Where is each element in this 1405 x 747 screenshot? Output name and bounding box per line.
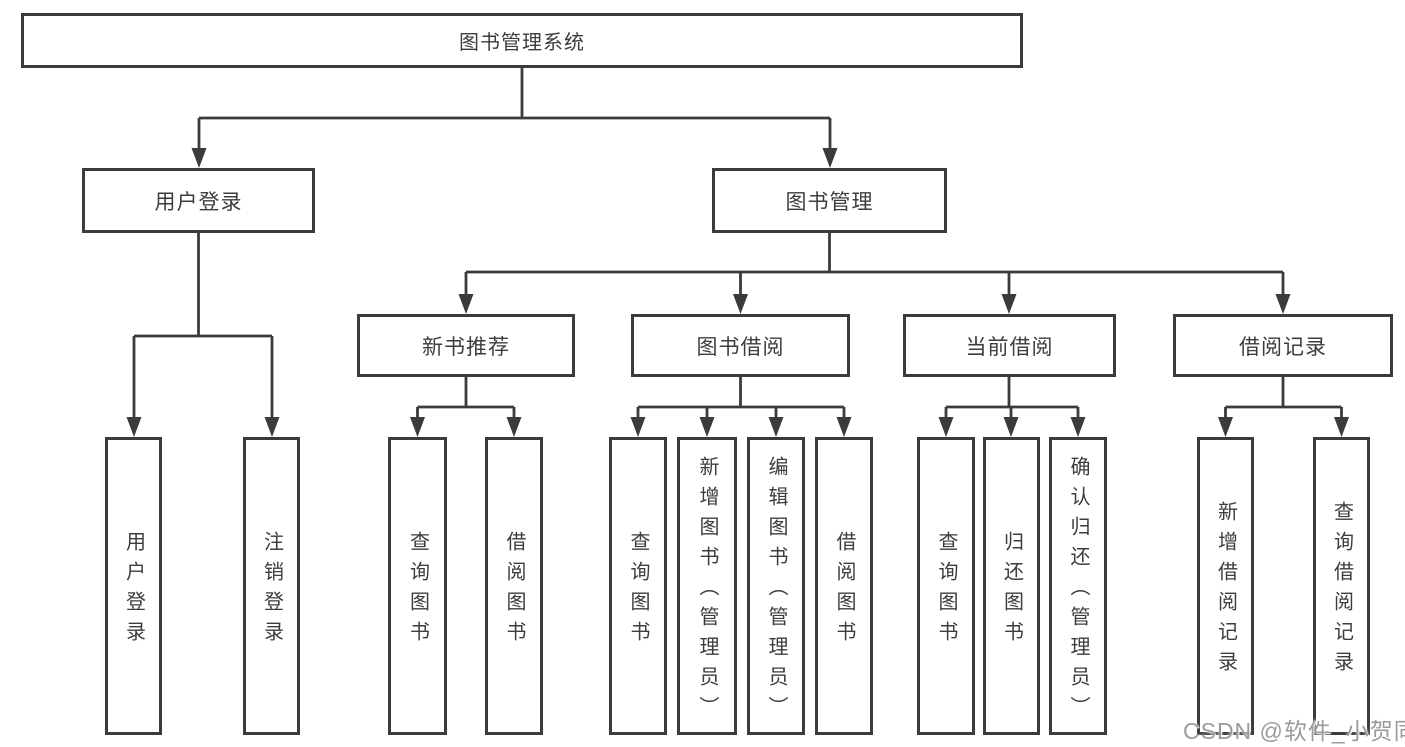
node-label: 用户登录 — [122, 531, 145, 651]
node-label: 归还图书 — [1000, 531, 1023, 651]
leaf-br-query-record: 查询借阅记录 — [1313, 437, 1370, 735]
node-book-management: 图书管理 — [712, 168, 947, 233]
node-label: 查询图书 — [627, 531, 649, 651]
node-user-login: 用户登录 — [82, 168, 315, 233]
leaf-bb-edit-books-admin: 编辑图书（管理员） — [747, 437, 805, 735]
leaf-nbr-borrow-books: 借阅图书 — [485, 437, 543, 735]
node-label: 借阅图书 — [833, 531, 855, 651]
node-label: 用户登录 — [154, 190, 243, 214]
leaf-bb-add-books-admin: 新增图书（管理员） — [677, 437, 737, 735]
leaf-cb-return-books: 归还图书 — [983, 437, 1040, 735]
node-label: 查询图书 — [935, 531, 957, 651]
leaf-cb-confirm-return-admin: 确认归还（管理员） — [1049, 437, 1107, 735]
node-label: 查询借阅记录 — [1330, 501, 1353, 681]
leaf-user-login: 用户登录 — [105, 437, 162, 735]
node-label: 查询图书 — [406, 531, 429, 651]
node-label: 借阅记录 — [1239, 335, 1327, 359]
watermark: CSDN @软件_小贺同学 — [1183, 718, 1405, 744]
node-label: 图书管理 — [785, 190, 874, 214]
leaf-br-add-record: 新增借阅记录 — [1197, 437, 1254, 735]
node-label: 当前借阅 — [965, 335, 1054, 359]
node-label: 编辑图书（管理员） — [765, 456, 787, 726]
node-label: 新增图书（管理员） — [696, 456, 718, 726]
node-new-book-recommend: 新书推荐 — [357, 314, 575, 377]
leaf-bb-borrow-books: 借阅图书 — [815, 437, 873, 735]
node-current-borrowing: 当前借阅 — [903, 314, 1116, 377]
node-label: 图书借阅 — [696, 335, 785, 359]
node-label: 新增借阅记录 — [1214, 501, 1237, 681]
node-label: 图书管理系统 — [459, 32, 585, 54]
node-root: 图书管理系统 — [21, 13, 1023, 68]
node-book-borrowing: 图书借阅 — [631, 314, 850, 377]
leaf-cb-query-books: 查询图书 — [917, 437, 975, 735]
arrowheads — [126, 148, 1349, 437]
node-borrowing-records: 借阅记录 — [1173, 314, 1393, 377]
leaf-nbr-query-books: 查询图书 — [388, 437, 447, 735]
node-label: 确认归还（管理员） — [1067, 456, 1089, 726]
node-label: 注销登录 — [260, 531, 283, 651]
leaf-logout: 注销登录 — [243, 437, 300, 735]
node-label: 借阅图书 — [503, 531, 525, 651]
node-label: 新书推荐 — [422, 335, 510, 359]
leaf-bb-query-books: 查询图书 — [609, 437, 667, 735]
